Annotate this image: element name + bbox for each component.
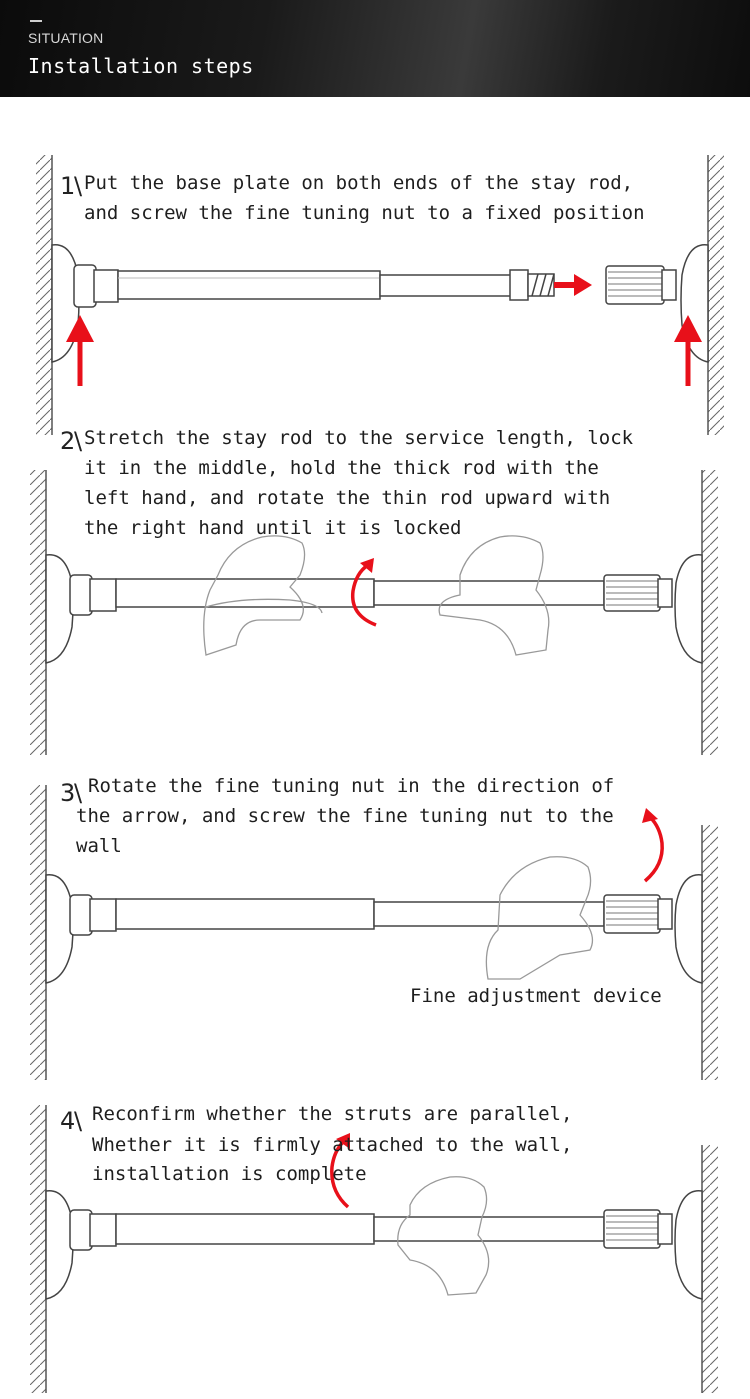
step-2-line-3: left hand, and rotate the thin rod upwar… bbox=[84, 487, 611, 509]
step-3-number: 3 bbox=[60, 779, 76, 807]
step-2: 2 \ Stretch the stay rod to the service … bbox=[0, 415, 750, 760]
header-eyebrow: SITUATION bbox=[28, 30, 104, 46]
step-1: 1 \ Put the base plate on both ends of t… bbox=[0, 150, 750, 440]
step-4-illustration bbox=[30, 1105, 718, 1393]
step-2-dot: \ bbox=[74, 427, 83, 455]
step-4-line-3: installation is complete bbox=[92, 1163, 367, 1185]
step-1-dot: \ bbox=[74, 172, 83, 200]
step-4-dot: \ bbox=[74, 1107, 83, 1135]
step-2-line-2: it in the middle, hold the thick rod wit… bbox=[84, 457, 599, 479]
step-4: 4 \ Reconfirm whether the struts are par… bbox=[0, 1095, 750, 1395]
step-3-line-2: the arrow, and screw the fine tuning nut… bbox=[76, 805, 614, 827]
step-1-line-2: and screw the fine tuning nut to a fixed… bbox=[84, 202, 645, 224]
fine-adjustment-label: Fine adjustment device bbox=[410, 985, 662, 1007]
header-title: Installation steps bbox=[28, 54, 254, 78]
step-3: 3 \ Rotate the fine tuning nut in the di… bbox=[0, 765, 750, 1085]
step-3-line-1: Rotate the fine tuning nut in the direct… bbox=[88, 775, 615, 797]
step-3-dot: \ bbox=[74, 779, 83, 807]
header-banner: SITUATION Installation steps bbox=[0, 0, 750, 97]
step-3-illustration bbox=[30, 785, 718, 1080]
step-2-line-1: Stretch the stay rod to the service leng… bbox=[84, 427, 634, 449]
step-2-illustration bbox=[30, 470, 718, 755]
step-1-line-1: Put the base plate on both ends of the s… bbox=[84, 172, 634, 194]
step-1-number: 1 bbox=[60, 172, 76, 200]
step-2-number: 2 bbox=[60, 427, 76, 455]
header-dash bbox=[30, 20, 42, 22]
step-1-illustration bbox=[36, 155, 724, 435]
step-3-line-3: wall bbox=[76, 835, 122, 857]
step-4-line-2: Whether it is firmly attached to the wal… bbox=[92, 1134, 573, 1156]
step-2-line-4: the right hand until it is locked bbox=[84, 517, 462, 539]
step-4-number: 4 bbox=[60, 1107, 76, 1135]
step-4-line-1: Reconfirm whether the struts are paralle… bbox=[92, 1103, 573, 1125]
